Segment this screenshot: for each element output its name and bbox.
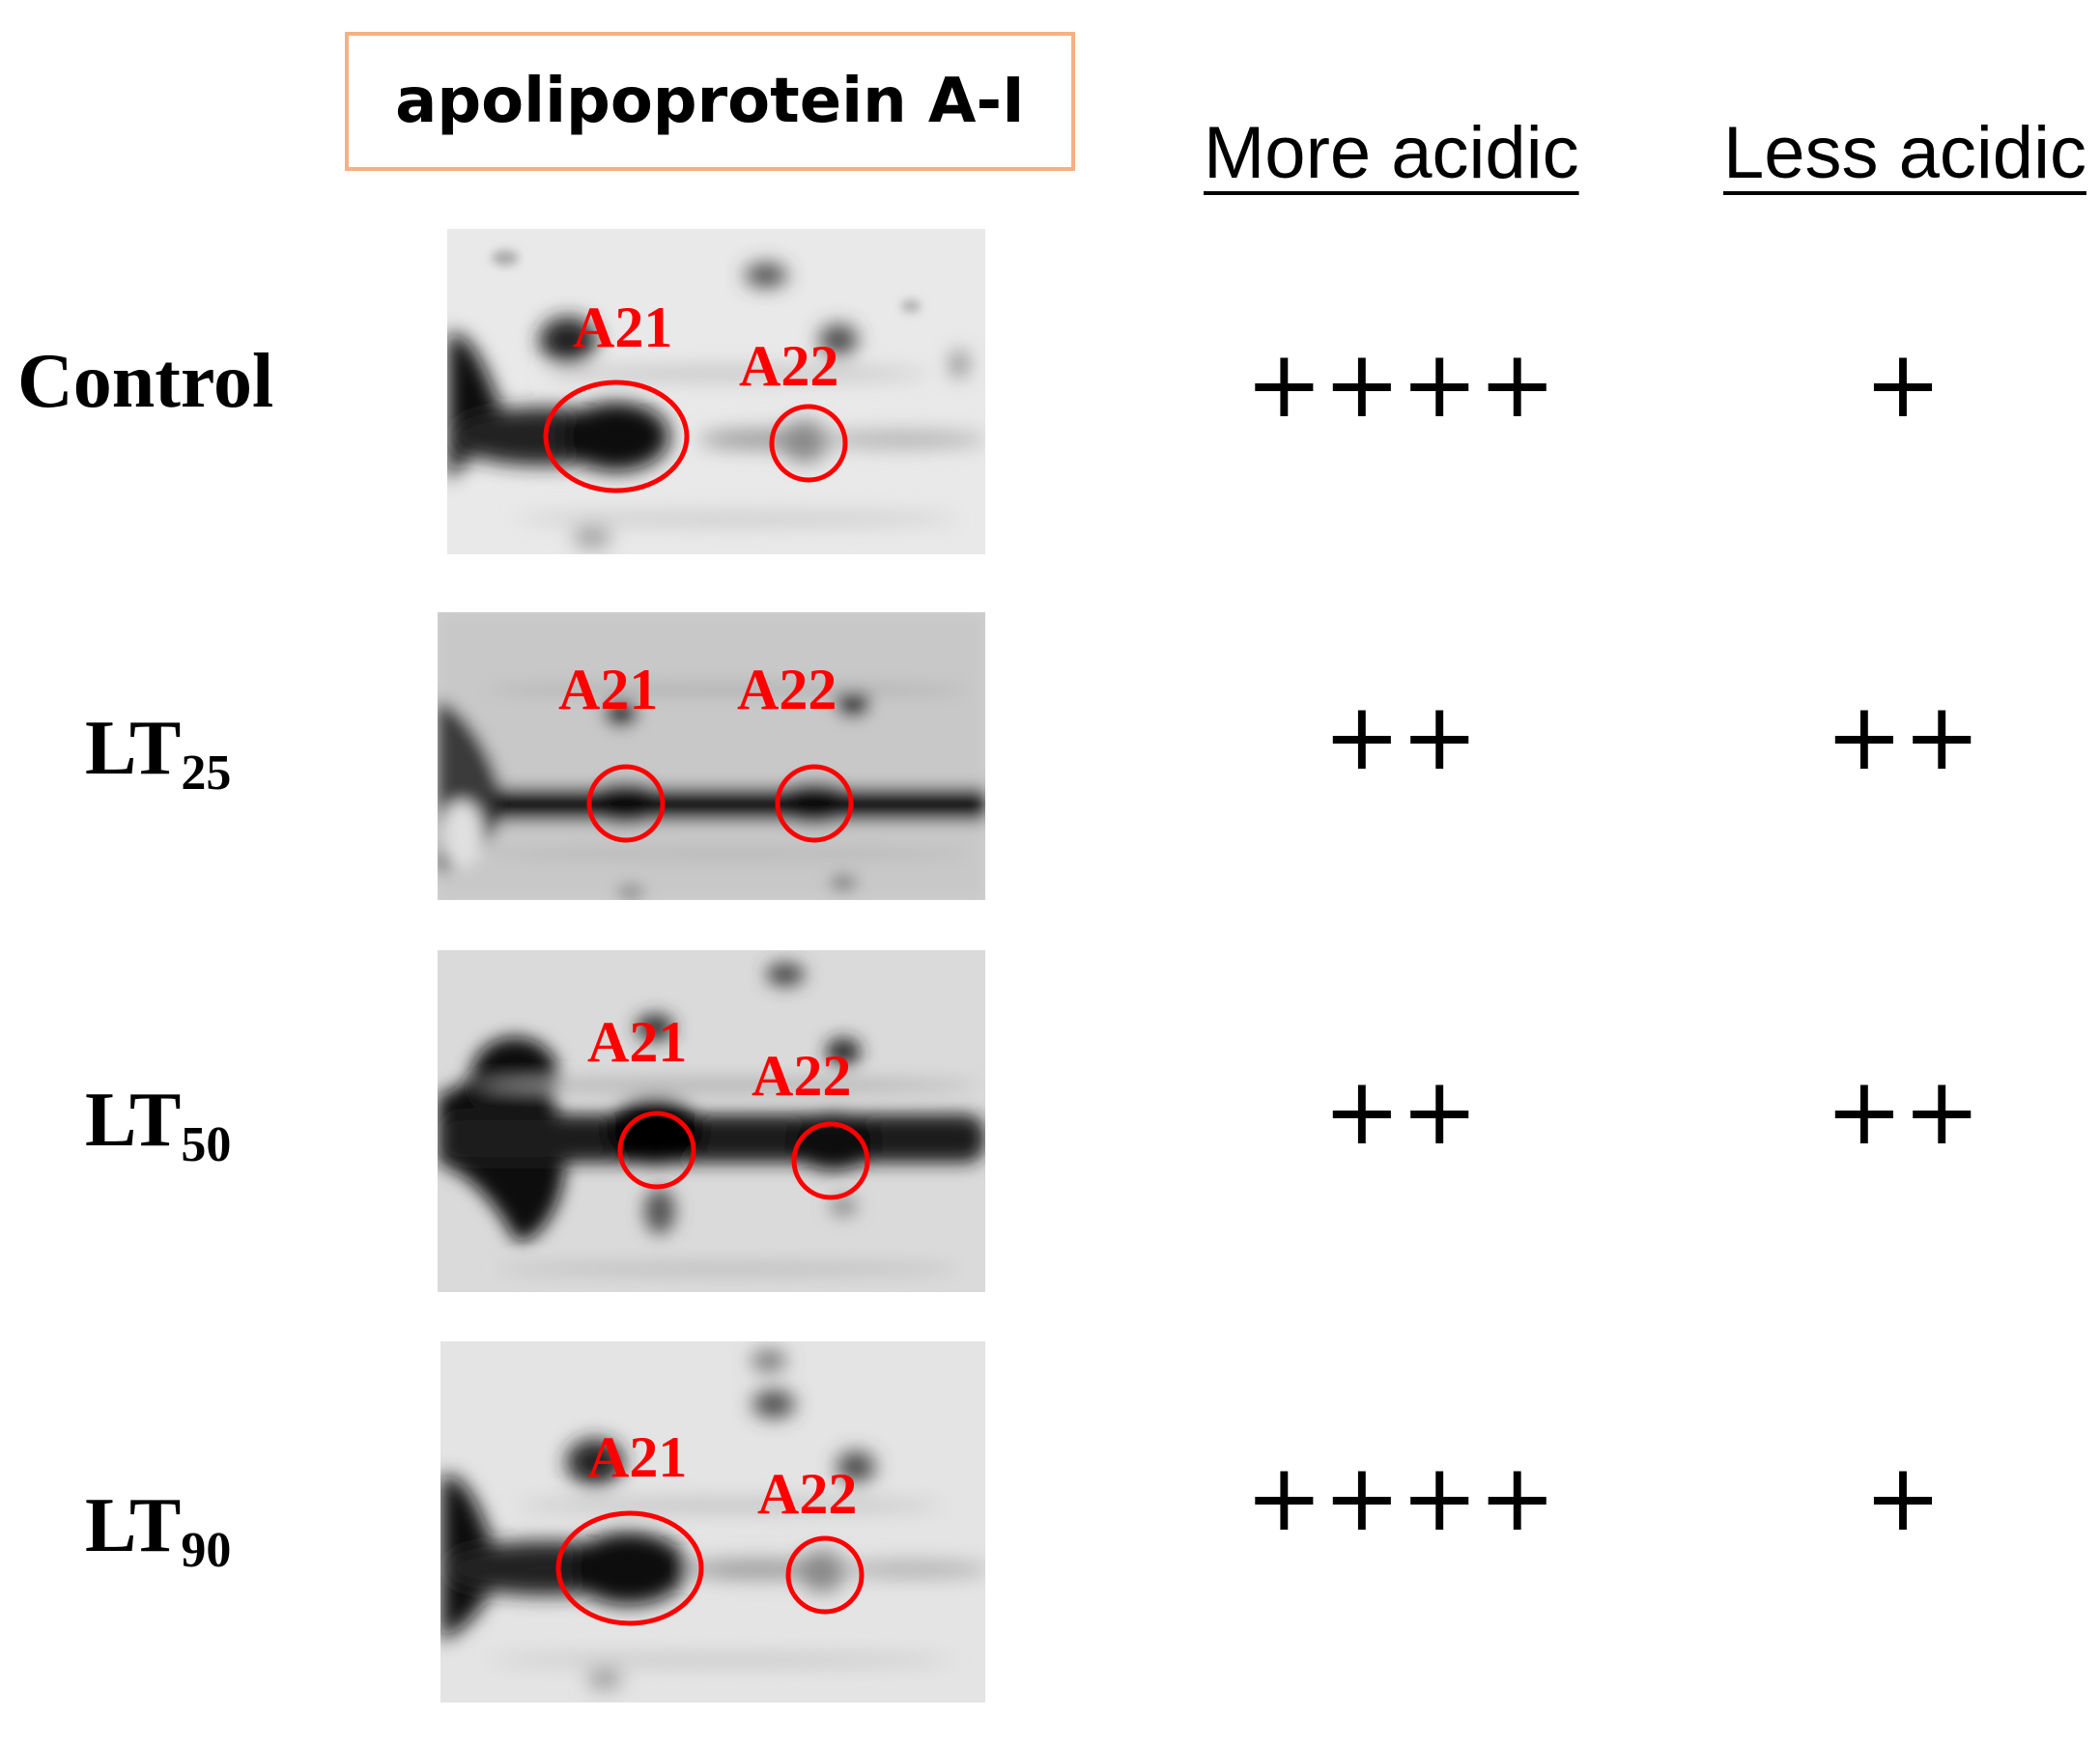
score-lt90-less-acidic: + [1863,1444,1943,1552]
score-lt25-less-acidic: ++ [1825,683,1981,791]
spot-label-a22: A22 [739,334,838,398]
spot-label-a22: A22 [737,658,837,721]
spot-label-a21: A21 [558,658,658,721]
spot-circle-a21 [586,764,666,843]
gel-image-lt50: A21 A22 [438,950,985,1292]
row-label-lt50: LT50 [85,1078,232,1172]
spot-label-a21: A21 [573,296,672,359]
spot-label-a22: A22 [757,1462,857,1526]
spot-circle-a22 [769,404,848,483]
gel-image-lt25: A21 A22 [438,612,985,900]
spot-circle-a22 [775,764,854,843]
score-lt25-more-acidic: ++ [1322,683,1479,791]
spot-label-a21: A21 [587,1425,687,1489]
score-control-more-acidic: ++++ [1245,330,1556,438]
spot-circle-a21 [543,380,690,493]
spot-circle-a21 [555,1510,704,1626]
score-lt50-less-acidic: ++ [1825,1057,1981,1166]
spot-circle-a22 [791,1121,870,1200]
spot-label-a22: A22 [752,1044,851,1108]
gel-image-control: A21 A22 [447,229,985,554]
score-lt50-more-acidic: ++ [1322,1057,1479,1166]
gel-image-lt90: A21 A22 [440,1341,985,1703]
row-label-lt90: LT90 [85,1483,232,1578]
protein-title: apolipoprotein A-I [345,32,1075,171]
spot-circle-a21 [617,1111,696,1190]
spot-label-a21: A21 [587,1010,687,1074]
score-control-less-acidic: + [1863,330,1943,438]
score-lt90-more-acidic: ++++ [1245,1444,1556,1552]
row-label-control: Control [17,339,274,424]
column-header-more-acidic: More acidic [1204,112,1579,194]
spot-circle-a22 [785,1535,865,1615]
row-label-lt25: LT25 [85,706,232,801]
column-header-less-acidic: Less acidic [1723,112,2086,194]
